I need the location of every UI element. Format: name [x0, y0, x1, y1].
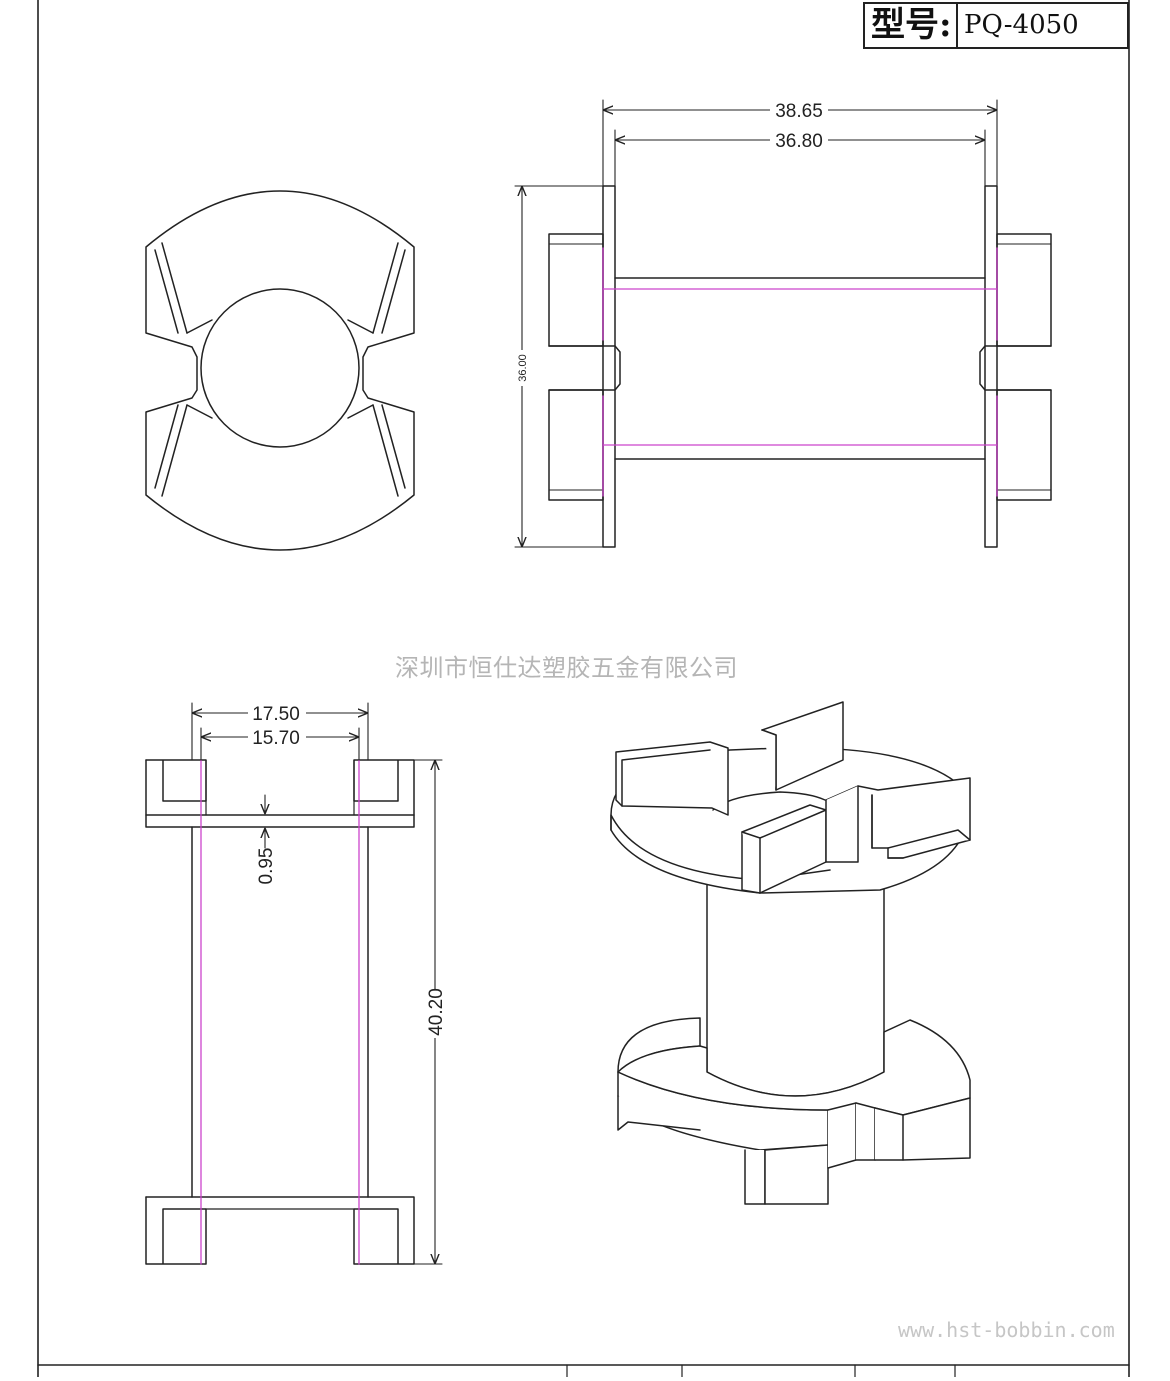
- dim-core-outer: 17.50: [252, 704, 300, 725]
- side-view-dimensions: [514, 99, 998, 548]
- title-block: 型号: PQ-4050: [863, 2, 1129, 49]
- website-watermark: www.hst-bobbin.com: [898, 1318, 1115, 1342]
- section-view: [145, 759, 415, 1265]
- dim-core-inner: 15.70: [252, 728, 300, 749]
- section-hidden-lines: [200, 759, 360, 1265]
- section-dimensions: [191, 702, 443, 1265]
- side-view: [548, 185, 1052, 548]
- dim-wall-thickness: 0.95: [256, 848, 277, 885]
- model-label: 型号:: [865, 4, 958, 47]
- company-watermark: 深圳市恒仕达塑胶五金有限公司: [395, 654, 738, 682]
- dim-total-height: 40.20: [426, 988, 447, 1036]
- side-view-hidden-lines: [602, 247, 998, 497]
- dim-inner-width: 36.80: [775, 131, 823, 152]
- isometric-view: [610, 701, 971, 1205]
- flange-top-view: [145, 190, 415, 551]
- model-number: PQ-4050: [964, 10, 1079, 40]
- sheet-frame: [37, 0, 1130, 1378]
- dim-flange-height: 36.00: [517, 354, 529, 382]
- dim-overall-width: 38.65: [775, 101, 823, 122]
